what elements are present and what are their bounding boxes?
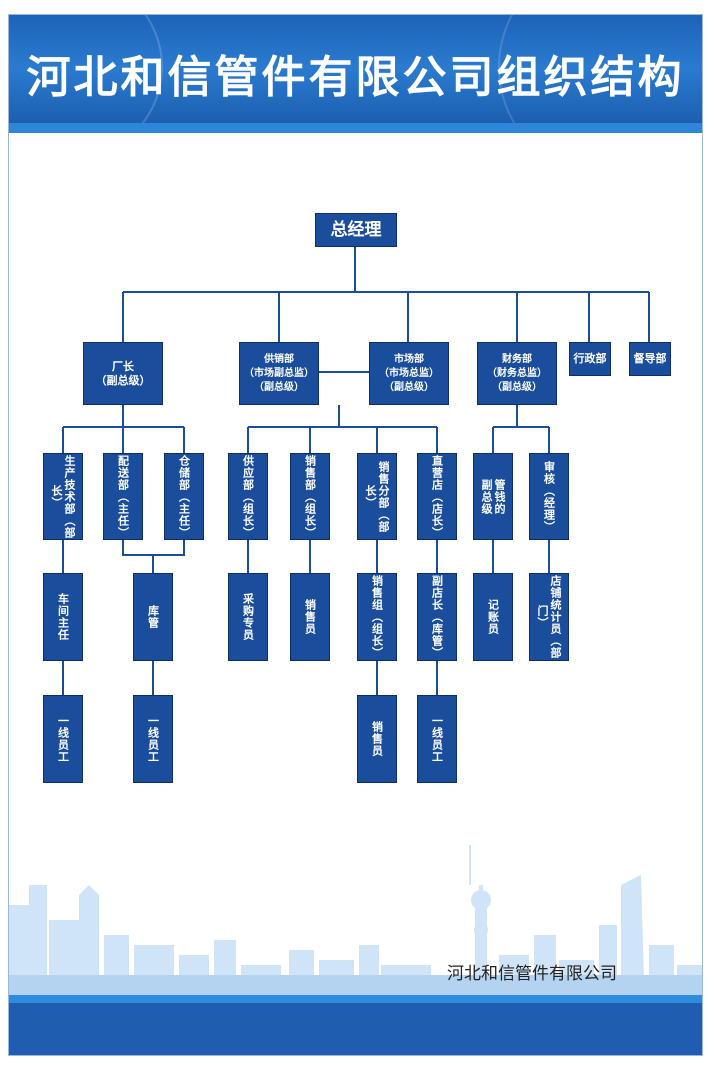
node-label: 管钱的	[493, 478, 506, 515]
node-label: 副总级	[480, 478, 493, 515]
node-warehouse-keeper: 库管	[133, 573, 173, 661]
connector-lines	[62, 247, 650, 695]
node-label: 采购专员	[241, 593, 255, 641]
node-salesperson: 销售员	[290, 573, 330, 661]
node-label: 店铺统计员（部门）	[536, 575, 562, 659]
node-vice-finance: 副总级 管钱的	[473, 453, 513, 540]
node-label: 销售部（组长）	[303, 454, 317, 539]
node-frontline-worker: 一线员工	[43, 695, 83, 783]
node-label: 销售分部（部长）	[364, 460, 390, 533]
node-label: 记账员	[486, 599, 500, 635]
node-label: 总经理	[330, 220, 382, 240]
node-workshop-director: 车间主任	[43, 573, 83, 661]
node-store-statistician: 店铺统计员（部门）	[529, 573, 569, 661]
node-finance-dept: 财务部 （财务总监） （副总级）	[477, 342, 557, 405]
node-storage-dept: 仓储部（主任）	[164, 453, 204, 540]
node-general-manager: 总经理	[315, 213, 397, 247]
node-label: 供销部 （市场副总监） （副总级）	[244, 353, 314, 393]
node-label: 供应部（组长）	[241, 454, 255, 539]
header-stripe	[9, 123, 702, 133]
node-label: 销售组（组长）	[370, 575, 384, 659]
node-label: 仓储部（主任）	[177, 454, 191, 539]
node-deputy-store-manager: 副店长（库管）	[417, 573, 457, 661]
node-label: 副店长（库管）	[430, 575, 444, 659]
node-label: 行政部	[573, 352, 607, 365]
node-label: 审核（经理）	[542, 460, 556, 533]
node-factory-director: 厂长 （副总级）	[83, 342, 163, 405]
node-marketing-dept: 市场部 （市场总监） （副总级）	[369, 342, 449, 405]
page-title: 河北和信管件有限公司组织结构	[26, 52, 685, 103]
node-label: 库管	[146, 605, 160, 629]
node-purchasing-specialist: 采购专员	[228, 573, 268, 661]
node-frontline-worker: 一线员工	[417, 695, 457, 783]
node-sales-branch: 销售分部（部长）	[357, 453, 397, 540]
node-label: 配送部（主任）	[116, 454, 130, 539]
node-salesperson: 销售员	[357, 695, 397, 783]
node-production-tech-dept: 生产技术部（部长）	[43, 453, 83, 540]
node-audit: 审核（经理）	[529, 453, 569, 540]
node-label: 一线员工	[56, 715, 70, 763]
node-label: 一线员工	[146, 715, 160, 763]
node-supervision-dept: 督导部	[629, 342, 671, 376]
node-sales-dept: 销售部（组长）	[290, 453, 330, 540]
node-label: 直营店（店长）	[430, 454, 444, 539]
node-label: 厂长 （副总级）	[95, 359, 151, 387]
node-label: 销售员	[303, 599, 317, 635]
header-banner: 河北和信管件有限公司组织结构	[9, 15, 702, 179]
node-label: 督导部	[633, 352, 667, 365]
node-admin-dept: 行政部	[569, 342, 611, 376]
node-label: 一线员工	[430, 715, 444, 763]
node-frontline-worker: 一线员工	[133, 695, 173, 783]
node-label: 财务部 （财务总监） （副总级）	[487, 353, 547, 393]
footer-band	[9, 995, 702, 1055]
node-distribution-dept: 配送部（主任）	[103, 453, 143, 540]
node-supply-sales-dept: 供销部 （市场副总监） （副总级）	[239, 342, 319, 405]
company-name: 河北和信管件有限公司	[447, 964, 617, 984]
node-label: 车间主任	[56, 593, 70, 641]
node-sales-group: 销售组（组长）	[357, 573, 397, 661]
node-bookkeeper: 记账员	[473, 573, 513, 661]
node-supply-dept: 供应部（组长）	[228, 453, 268, 540]
node-label: 销售员	[370, 721, 384, 757]
poster-frame: 河北和信管件有限公司组织结构	[8, 14, 703, 1056]
footer-stripe	[9, 995, 702, 1003]
node-label: 生产技术部（部长）	[50, 454, 76, 539]
node-direct-store: 直营店（店长）	[417, 453, 457, 540]
node-label: 市场部 （市场总监） （副总级）	[379, 353, 439, 393]
